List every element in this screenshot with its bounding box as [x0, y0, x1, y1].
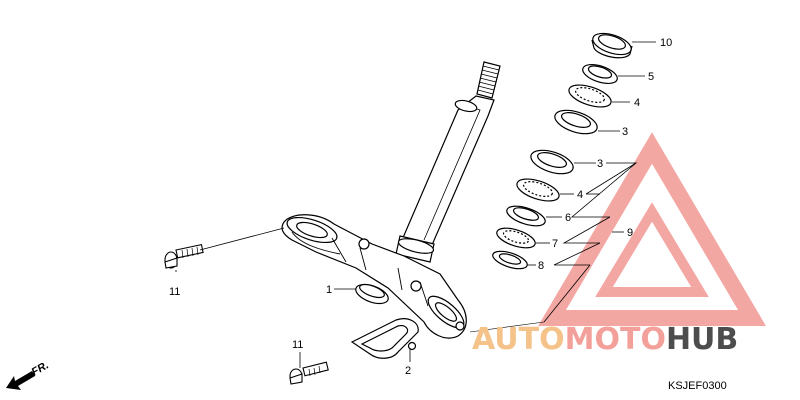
part-2-bracket — [350, 318, 419, 359]
direction-label: FR. — [30, 359, 51, 378]
arrow-down-left-icon — [6, 371, 35, 390]
callout-4-upper: 4 — [634, 97, 640, 109]
callout-6: 6 — [565, 212, 571, 224]
callout-2: 2 — [405, 365, 411, 377]
callout-1: 1 — [326, 284, 332, 296]
callout-11-upper: 11 — [169, 286, 180, 298]
callout-7: 7 — [552, 238, 558, 250]
watermark-wordmark: AUTOMOTOHUB — [472, 322, 738, 357]
callout-11-lower: 11 — [292, 339, 303, 351]
watermark-logo — [538, 132, 766, 326]
callout-8: 8 — [538, 260, 544, 272]
upper-bearing-stack — [554, 32, 633, 135]
callout-3-upper: 3 — [622, 126, 628, 138]
diagram-code: KSJEF0300 — [668, 380, 727, 392]
callout-5: 5 — [648, 71, 654, 83]
svg-text:AUTOMOTOHUB: AUTOMOTOHUB — [472, 322, 738, 357]
callout-4-lower: 4 — [577, 189, 583, 201]
bottom-bridge — [281, 214, 467, 339]
watermark-auto: AUTO — [472, 322, 565, 357]
watermark-hub: HUB — [666, 322, 738, 357]
part-1-seal — [355, 283, 389, 305]
callout-9: 9 — [627, 227, 633, 239]
callout-3-lower: 3 — [597, 158, 603, 170]
steering-stem — [395, 61, 501, 263]
lower-bearing-stack — [492, 149, 574, 270]
leader-lines — [175, 41, 656, 368]
part-11-bolt-lower — [289, 361, 329, 385]
front-direction-indicator: FR. — [6, 359, 51, 390]
part-11-bolt-upper — [164, 243, 204, 269]
watermark-moto: MOTO — [565, 322, 666, 357]
callout-numbers: 10 5 4 3 3 4 6 7 8 9 1 2 11 11 — [169, 37, 672, 377]
callout-10: 10 — [660, 37, 672, 49]
